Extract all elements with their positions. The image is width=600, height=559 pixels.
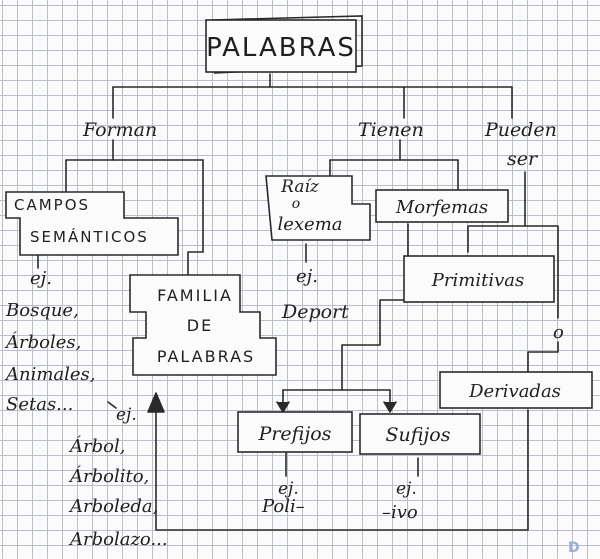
derivadas-label: Derivadas [468, 381, 561, 402]
familia-examples: ej. Árbol, Árbolito, Arboleda, Arbolazo.… [68, 405, 168, 550]
campos-examples: ej. Bosque, Árboles, Animales, Setas... [4, 268, 96, 415]
prefijos-arrowhead [276, 401, 290, 413]
label-forman: Forman [82, 119, 157, 141]
familia-line2: DE [187, 316, 213, 335]
node-campos-semanticos: CAMPOS SEMÁNTICOS [5, 191, 179, 256]
node-primitivas: Primitivas [403, 255, 555, 303]
node-morfemas: Morfemas [375, 189, 509, 223]
campos-ej: ej. [30, 268, 52, 289]
familia-example-item: Arbolazo... [68, 529, 168, 550]
familia-ej: ej. [116, 405, 137, 425]
prefijos-ej: ej. [278, 479, 299, 499]
o-to-derivadas-line [527, 341, 559, 373]
familia-example-item: Árbol, [68, 434, 125, 457]
campos-example-item: Bosque, [5, 300, 79, 321]
campos-example-item: Árboles, [4, 330, 81, 353]
prefijos-example-value: Poli– [261, 496, 305, 517]
primitivas-label: Primitivas [431, 270, 524, 291]
familia-example-item: Arboleda, [68, 496, 158, 517]
familia-line1: FAMILIA [157, 286, 233, 305]
campos-example-item: Setas... [6, 394, 73, 415]
morfemas-down-line [341, 223, 409, 391]
sufijos-example-value: –ivo [382, 502, 418, 523]
raiz-line1: Raíz [280, 177, 320, 197]
campos-line2: SEMÁNTICOS [30, 227, 149, 246]
pueden-down-line [467, 171, 526, 253]
raiz-example-value: Deport [281, 301, 349, 323]
palabras-title: PALABRAS [206, 33, 356, 63]
sufijos-label: Sufijos [385, 424, 450, 446]
sufijos-arrowhead [383, 401, 397, 413]
derivadas-return-line [155, 399, 529, 531]
familia-example-item: Árbolito, [68, 464, 149, 487]
corner-badge: D [568, 540, 580, 556]
node-palabras: PALABRAS [205, 15, 363, 74]
pueden-right-line [524, 225, 559, 319]
to-familia-line [187, 159, 204, 276]
node-prefijos: Prefijos [237, 411, 353, 453]
connector-o: o [553, 322, 564, 343]
familia-line3: PALABRAS [157, 347, 255, 366]
prefijos-label: Prefijos [258, 423, 332, 445]
sufijos-ej: ej. [396, 479, 417, 499]
morfemas-label: Morfemas [395, 197, 488, 218]
raiz-line3: lexema [277, 214, 342, 235]
campos-line1: CAMPOS [14, 196, 90, 214]
label-ser: ser [507, 148, 539, 170]
node-familia-de-palabras: FAMILIA DE PALABRAS [129, 274, 277, 376]
familia-up-arrowhead [147, 392, 165, 413]
raiz-line2: o [292, 196, 300, 212]
raiz-ej: ej. [296, 266, 318, 287]
label-tienen: Tienen [358, 119, 424, 141]
label-pueden: Pueden [484, 119, 557, 141]
node-sufijos: Sufijos [359, 413, 481, 455]
node-raiz-lexema: Raíz o lexema [265, 175, 371, 241]
node-derivadas: Derivadas [439, 371, 593, 409]
familia-to-ej-line [107, 401, 117, 409]
campos-example-item: Animales, [4, 364, 96, 385]
